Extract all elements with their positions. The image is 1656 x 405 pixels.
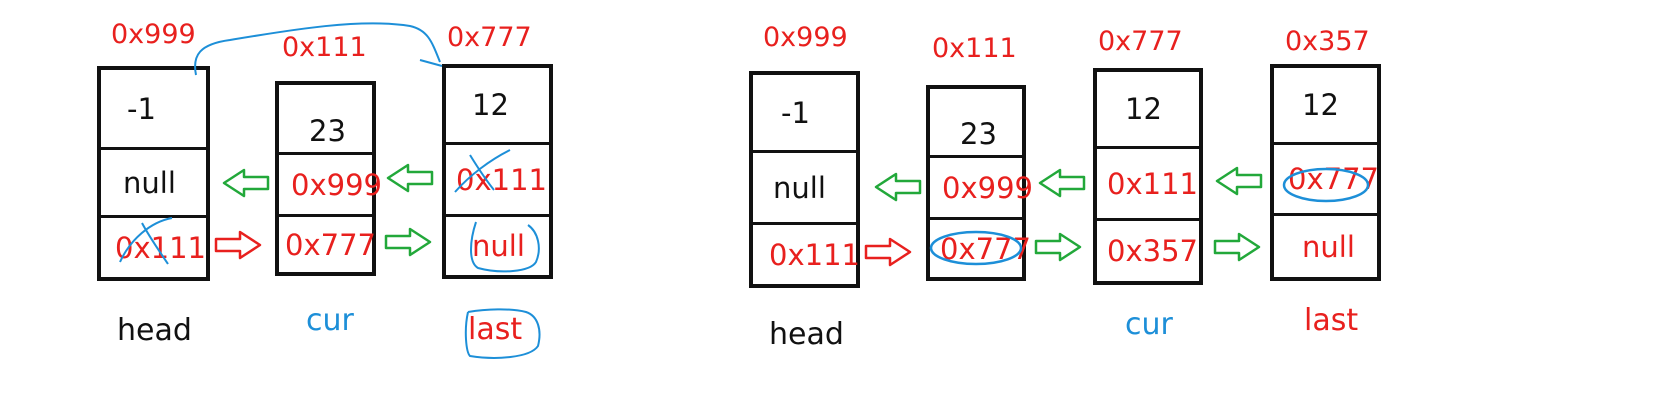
node-next-field: 0x111 bbox=[753, 222, 860, 284]
node-address: 0x357 bbox=[1285, 26, 1370, 57]
prev-pointer-arrow bbox=[1215, 166, 1263, 196]
node-prev-field: 0x111 bbox=[1097, 146, 1199, 218]
node-address: 0x777 bbox=[447, 22, 532, 53]
strike-mark bbox=[454, 149, 511, 193]
node-label: head bbox=[117, 313, 192, 348]
list-node-cur: 23 0x999 0x777 bbox=[275, 81, 382, 276]
node-address: 0x777 bbox=[1098, 26, 1183, 57]
node-address: 0x999 bbox=[111, 19, 196, 50]
next-pointer-arrow bbox=[1213, 232, 1261, 262]
highlight-ellipse bbox=[929, 230, 1023, 266]
node-value: 12 bbox=[1125, 92, 1162, 126]
highlight-loop bbox=[470, 221, 540, 273]
list-node-head: -1 null 0x111 bbox=[97, 66, 210, 281]
node-prev-field: null bbox=[753, 150, 856, 222]
node-value: 12 bbox=[472, 88, 509, 122]
node-prev-field: 0x111 bbox=[446, 142, 549, 214]
node-label: last bbox=[468, 312, 523, 347]
node-prev-field: 0x999 bbox=[279, 152, 382, 214]
prev-pointer-arrow bbox=[1038, 168, 1086, 198]
next-pointer-arrow bbox=[384, 227, 432, 257]
prev-pointer-arrow bbox=[874, 172, 922, 202]
next-pointer-arrow bbox=[214, 230, 262, 260]
node-next-field: null bbox=[446, 214, 549, 275]
next-pointer-arrow bbox=[864, 237, 912, 267]
node-label: head bbox=[769, 317, 844, 352]
node-next-field: null bbox=[1274, 213, 1377, 277]
node-label: last bbox=[1304, 303, 1359, 338]
list-node-last: 12 0x777 null bbox=[1270, 64, 1381, 281]
node-prev-field: 0x999 bbox=[930, 155, 1033, 217]
node-label: cur bbox=[1125, 307, 1173, 342]
link-annotation-curve bbox=[194, 22, 441, 76]
node-label: cur bbox=[306, 303, 354, 338]
node-next-field: 0x777 bbox=[930, 217, 1031, 277]
list-node-last: 12 0x111 null bbox=[442, 64, 553, 279]
node-value: -1 bbox=[781, 95, 810, 130]
node-value: 23 bbox=[960, 117, 997, 151]
prev-pointer-arrow bbox=[386, 163, 434, 193]
node-address: 0x999 bbox=[763, 22, 848, 53]
strike-mark bbox=[119, 217, 173, 265]
node-address: 0x111 bbox=[932, 33, 1017, 64]
node-next-field: 0x111 bbox=[101, 215, 206, 277]
node-next-field: 0x357 bbox=[1097, 218, 1199, 281]
list-node-head: -1 null 0x111 bbox=[749, 71, 860, 288]
prev-pointer-arrow bbox=[222, 168, 270, 198]
node-prev-field: null bbox=[101, 147, 206, 215]
list-node-cur: 12 0x111 0x357 bbox=[1093, 68, 1203, 285]
node-value: 23 bbox=[309, 114, 346, 148]
node-next-field: 0x777 bbox=[279, 214, 376, 272]
highlight-ellipse bbox=[1282, 167, 1370, 203]
highlight-loop bbox=[464, 308, 541, 359]
next-pointer-arrow bbox=[1034, 232, 1082, 262]
node-value: 12 bbox=[1302, 88, 1339, 122]
list-node: 23 0x999 0x777 bbox=[926, 85, 1033, 281]
node-address: 0x111 bbox=[282, 32, 367, 63]
node-value: -1 bbox=[127, 91, 156, 126]
